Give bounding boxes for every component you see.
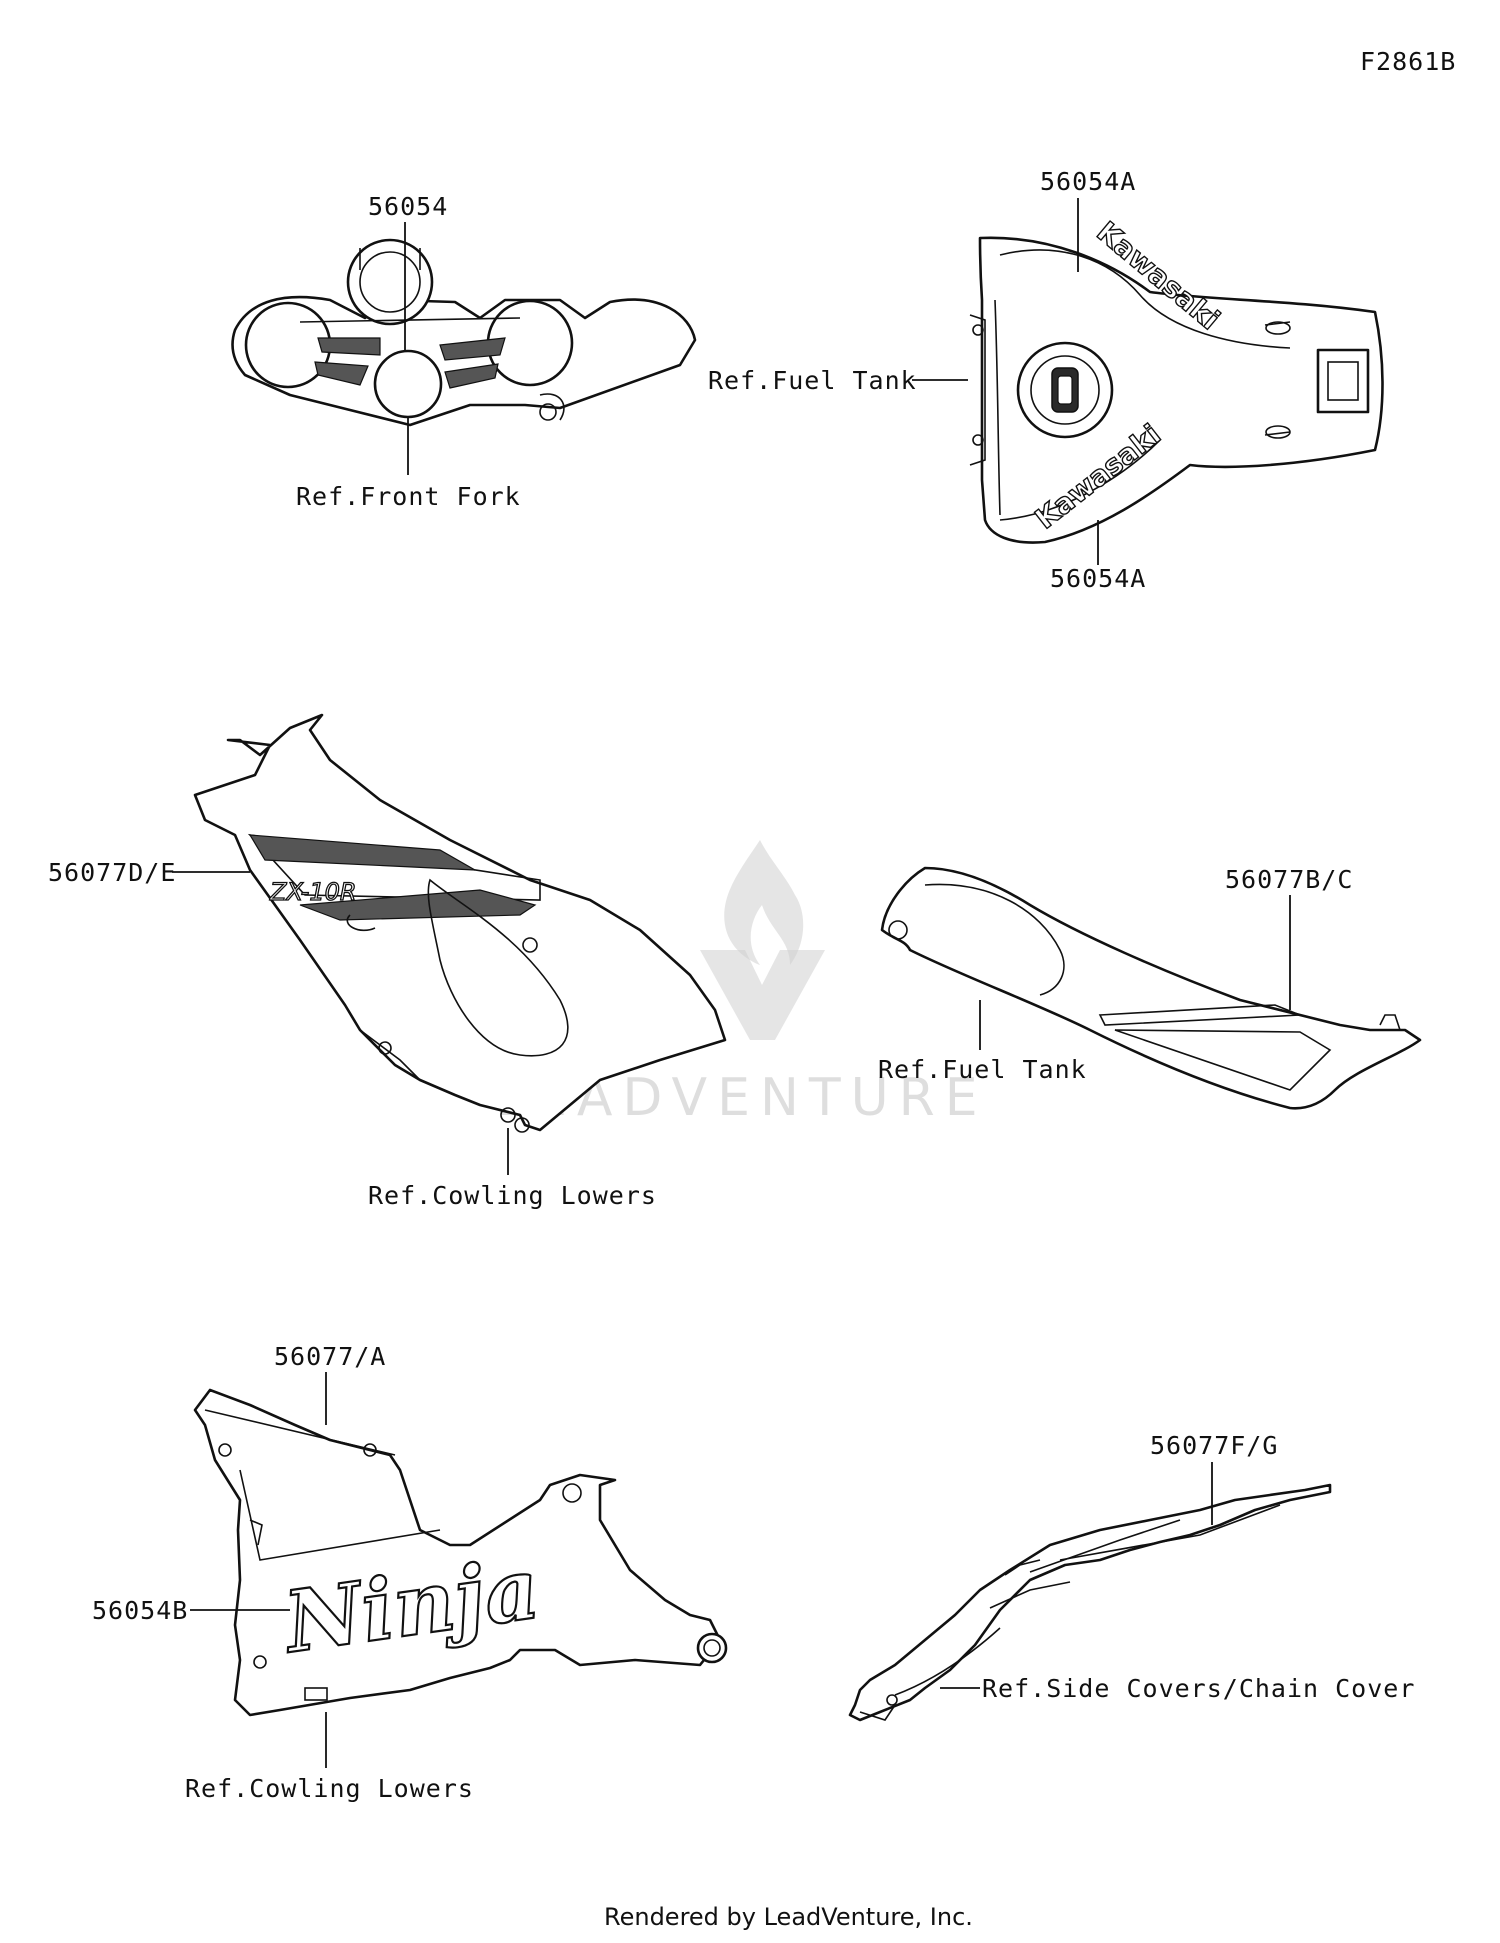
label-ref-cowling-lowers-1: Ref.Cowling Lowers — [368, 1181, 657, 1210]
label-56077BC: 56077B/C — [1225, 865, 1353, 894]
label-56054A-bottom: 56054A — [1050, 564, 1146, 593]
label-56054: 56054 — [368, 192, 448, 221]
label-56054A-top: 56054A — [1040, 167, 1136, 196]
label-56054B: 56054B — [92, 1596, 188, 1625]
label-56077A: 56077/A — [274, 1342, 386, 1371]
label-56077FG: 56077F/G — [1150, 1431, 1278, 1460]
label-56077DE: 56077D/E — [48, 858, 176, 887]
fuel-tank-part: Kawasaki Kawasaki — [969, 214, 1384, 544]
figure-code: F2861B — [1360, 47, 1456, 76]
label-ref-cowling-lowers-2: Ref.Cowling Lowers — [185, 1774, 474, 1803]
label-ref-fuel-tank-1: Ref.Fuel Tank — [708, 366, 917, 395]
label-ref-side-covers: Ref.Side Covers/Chain Cover — [982, 1674, 1415, 1703]
upper-cowl-part: ZX-10R — [193, 713, 727, 1133]
footer-credit: Rendered by LeadVenture, Inc. — [604, 1903, 973, 1931]
label-ref-front-fork: Ref.Front Fork — [296, 482, 521, 511]
seat-cowl-part — [848, 1483, 1332, 1722]
cowl-logo: ZX-10R — [269, 878, 357, 906]
lower-cowl-part: Ninja — [193, 1388, 728, 1717]
label-ref-fuel-tank-2: Ref.Fuel Tank — [878, 1055, 1087, 1084]
top-bridge-part — [231, 238, 697, 427]
tank-side-cover-part — [880, 866, 1422, 1110]
